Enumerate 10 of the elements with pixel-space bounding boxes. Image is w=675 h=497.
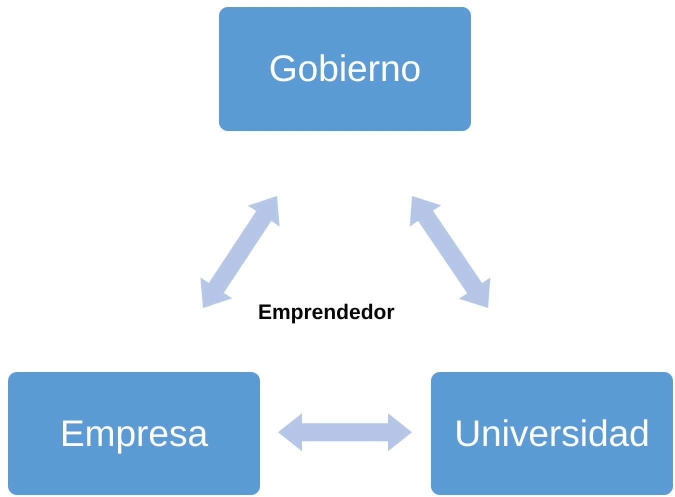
process-box bbox=[8, 372, 260, 495]
double-arrow bbox=[278, 413, 412, 452]
box-label: Universidad bbox=[454, 412, 650, 454]
process-box bbox=[431, 372, 673, 495]
process-box bbox=[219, 7, 471, 131]
double-arrow bbox=[200, 196, 280, 308]
double-arrow bbox=[410, 196, 490, 308]
box-label: Empresa bbox=[60, 412, 208, 454]
box-label: Gobierno bbox=[268, 48, 422, 90]
center-label: Emprendedor bbox=[258, 301, 395, 325]
